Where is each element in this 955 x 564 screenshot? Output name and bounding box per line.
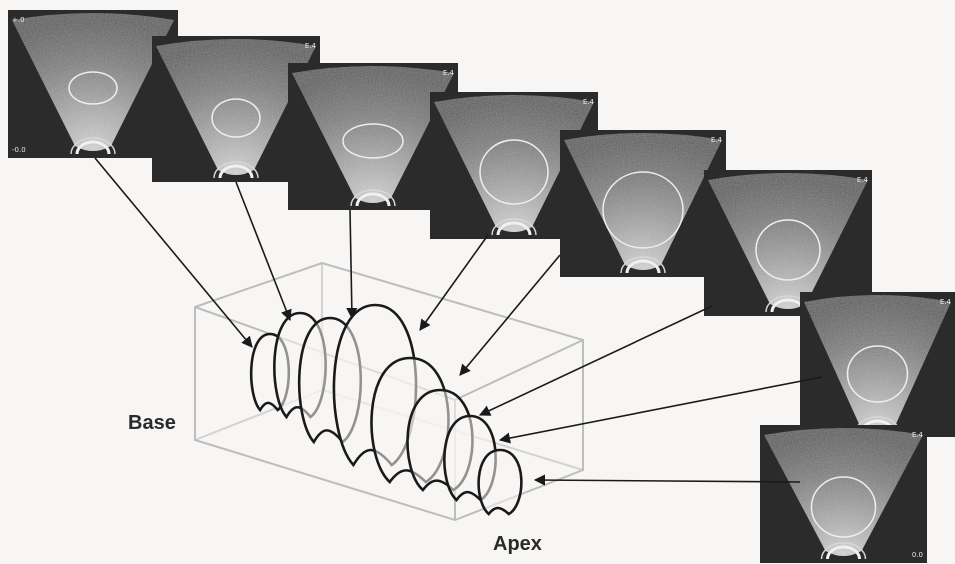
- ultrasound-frame: E.4 0.0: [760, 425, 927, 563]
- correspondence-arrow: [420, 235, 488, 330]
- base-label: Base: [128, 412, 176, 435]
- frame-marker-top-right: E.4: [443, 69, 455, 77]
- correspondence-arrow: [350, 210, 352, 318]
- correspondence-arrow: [480, 306, 712, 415]
- correspondence-arrow: [95, 158, 252, 347]
- frame-marker-top-left: +.0: [12, 16, 25, 24]
- frame-marker-bottom-right: 0.0: [912, 551, 923, 559]
- frame-marker-top-right: E.4: [940, 298, 952, 306]
- frame-marker-top-right: E.4: [912, 431, 924, 439]
- apex-label: Apex: [493, 533, 542, 556]
- frame-marker-top-right: E.4: [857, 176, 869, 184]
- ultrasound-frame: E.4: [800, 292, 955, 437]
- ultrasound-frame: E.4: [560, 130, 726, 277]
- correspondence-arrow: [236, 182, 290, 320]
- prostate-slice-contour: [479, 450, 522, 514]
- frame-marker-top-right: E.4: [583, 98, 595, 106]
- frame-marker-bottom-left: -0.0: [12, 146, 26, 154]
- prostate-contours: [251, 305, 521, 514]
- frame-marker-top-right: E.4: [711, 136, 723, 144]
- frame-marker-top-right: E.4: [305, 42, 317, 50]
